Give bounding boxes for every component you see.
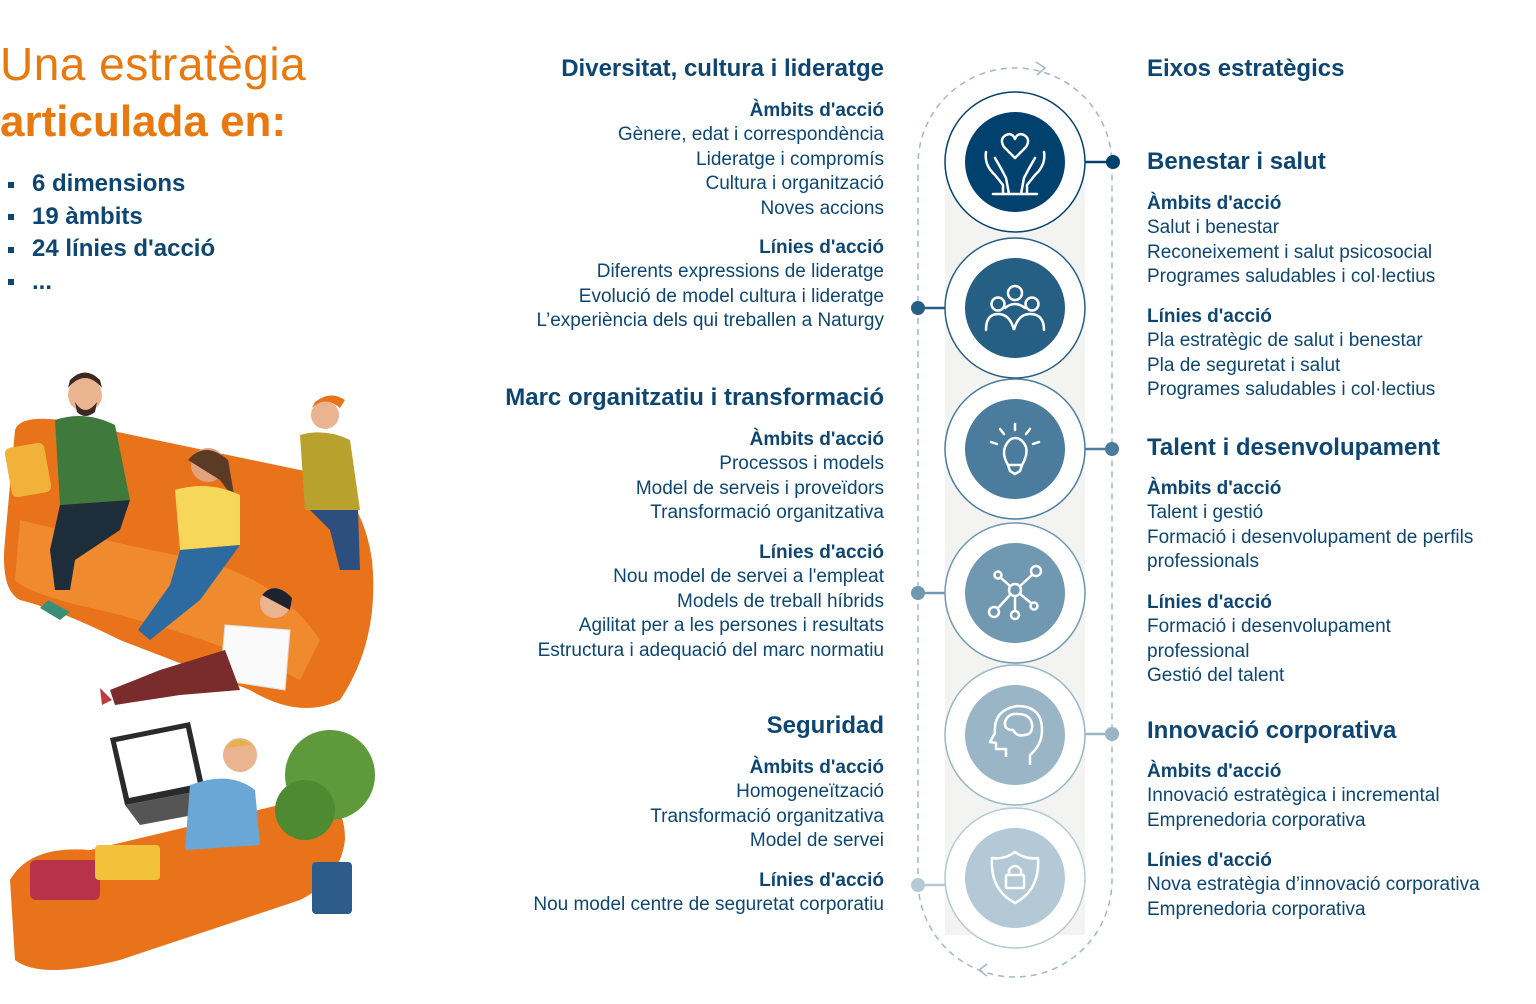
axis-circle-seguridad [944,807,1086,949]
axis-circle-diversitat [944,237,1086,379]
right-header: Eixos estratègics [1147,55,1345,82]
benestar-linies: Línies d'acció Pla estratègic de salut i… [1147,305,1435,403]
list-item: Agilitat per a les persones i resultats [578,615,884,637]
ambits-label: Àmbits d'acció [1147,193,1282,214]
list-item: Lideratge i compromís [696,148,884,170]
list-item: Homogeneïtzació [736,781,884,803]
bullet-item: 6 dimensions [8,168,215,201]
axis-circle-innovacio [944,664,1086,806]
list-item: Formació i desenvolupament [1147,616,1391,638]
cycle-arrow-top-icon [1035,61,1047,76]
list-item: Transformació organitzativa [650,805,884,827]
network-icon [987,564,1043,621]
brain-head-icon [988,704,1044,765]
list-item: Talent i gestió [1147,502,1264,524]
dimension-title-diversitat: Diversitat, cultura i lideratge [561,55,884,82]
linies-label: Línies d'acció [1147,850,1272,871]
list-item: Pla estratègic de salut i benestar [1147,330,1423,352]
list-item: Reconeixement i salut psicosocial [1147,241,1433,263]
innovacio-linies: Línies d'acció Nova estratègia d’innovac… [1147,849,1480,922]
linies-label: Línies d'acció [759,870,884,891]
list-item: Pla de seguretat i salut [1147,354,1341,376]
shield-lock-icon [990,850,1040,905]
bullet-square-icon [8,181,14,188]
list-item: Gestió del talent [1147,665,1285,687]
list-item: professional [1147,640,1250,662]
bullet-square-icon [8,279,14,286]
hands-heart-icon [984,132,1046,196]
axis-circle-benestar [944,91,1086,233]
list-item: Salut i benestar [1147,217,1280,239]
list-item: Emprenedoria corporativa [1147,898,1366,920]
benestar-ambits: Àmbits d'acció Salut i benestar Reconeix… [1147,192,1435,290]
lightbulb-icon [989,422,1041,476]
list-item: Emprenedoria corporativa [1147,809,1366,831]
list-item: Processos i models [719,453,884,475]
list-item: L’experiència dels qui treballen a Natur… [536,310,885,332]
list-item: Innovació estratègica i incremental [1147,785,1440,807]
talent-linies: Línies d'acció Formació i desenvolupamen… [1147,591,1391,689]
list-item: Cultura i organització [705,173,884,195]
diversitat-ambits: Àmbits d'acció Gènere, edat i correspond… [618,99,884,221]
list-item: Formació i desenvolupament de perfils [1147,526,1474,548]
axis-circle-talent [944,378,1086,520]
bullet-square-icon [8,246,14,253]
intro-title-bold: articulada en: [0,97,287,146]
list-item: Noves accions [760,197,884,219]
bullet-item: 19 àmbits [8,201,215,234]
list-item: Gènere, edat i correspondència [617,124,884,146]
connector-marc [911,586,946,600]
dimension-title-seguridad: Seguridad [766,712,884,739]
list-item: Estructura i adequació del marc normatiu [537,639,884,661]
bullet-item: 24 línies d'acció [8,233,215,266]
linies-label: Línies d'acció [759,542,884,563]
linies-label: Línies d'acció [1147,306,1272,327]
list-item: Nou model de servei a l'empleat [613,566,884,588]
seguridad-linies: Línies d'acció Nou model centre de segur… [533,869,884,918]
connector-seguridad [911,878,946,892]
dimension-title-benestar: Benestar i salut [1147,148,1326,175]
list-item: Evolució de model cultura i lideratge [578,285,884,307]
list-item: Diferents expressions de lideratge [596,261,884,283]
linies-label: Línies d'acció [1147,592,1272,613]
illustration-people-on-sofas [4,372,375,970]
list-item: Programes saludables i col·lectius [1147,266,1436,288]
connector-diversitat [911,301,946,315]
talent-ambits: Àmbits d'acció Talent i gestió Formació … [1147,477,1473,575]
ambits-label: Àmbits d'acció [749,757,884,778]
ambits-label: Àmbits d'acció [1147,761,1282,782]
marc-linies: Línies d'acció Nou model de servei a l'e… [538,541,884,663]
list-item: Transformació organitzativa [650,502,884,524]
ambits-label: Àmbits d'acció [749,429,884,450]
list-item: Models de treball híbrids [677,590,884,612]
connector-innovacio [1085,727,1119,741]
ambits-label: Àmbits d'acció [1147,478,1282,499]
list-item: professionals [1147,551,1259,573]
ambits-label: Àmbits d'acció [749,100,884,121]
innovacio-ambits: Àmbits d'acció Innovació estratègica i i… [1147,760,1440,833]
diversitat-linies: Línies d'acció Diferents expressions de … [537,236,885,334]
cycle-arrow-bottom-icon [977,963,988,977]
list-item: Nova estratègia d’innovació corporativa [1147,874,1480,896]
intro-bullet-list: 6 dimensions 19 àmbits 24 línies d'acció… [8,168,215,298]
linies-label: Línies d'acció [759,237,884,258]
seguridad-ambits: Àmbits d'acció Homogeneïtzació Transform… [650,756,884,854]
dimension-title-marc: Marc organitzatiu i transformació [505,384,884,411]
marc-ambits: Àmbits d'acció Processos i models Model … [636,428,884,526]
bullet-item: ... [8,266,215,299]
list-item: Nou model centre de seguretat corporatiu [533,894,884,916]
axis-circle-marc [944,522,1086,664]
dimension-title-talent: Talent i desenvolupament [1147,434,1440,461]
dimension-title-innovacio: Innovació corporativa [1147,717,1397,744]
people-group-icon [984,284,1046,332]
bullet-square-icon [8,214,14,221]
list-item: Programes saludables i col·lectius [1147,379,1436,401]
connector-talent [1085,442,1119,456]
list-item: Model de servei [749,830,884,852]
list-item: Model de serveis i proveïdors [635,477,884,499]
intro-title-light: Una estratègia [0,38,307,90]
